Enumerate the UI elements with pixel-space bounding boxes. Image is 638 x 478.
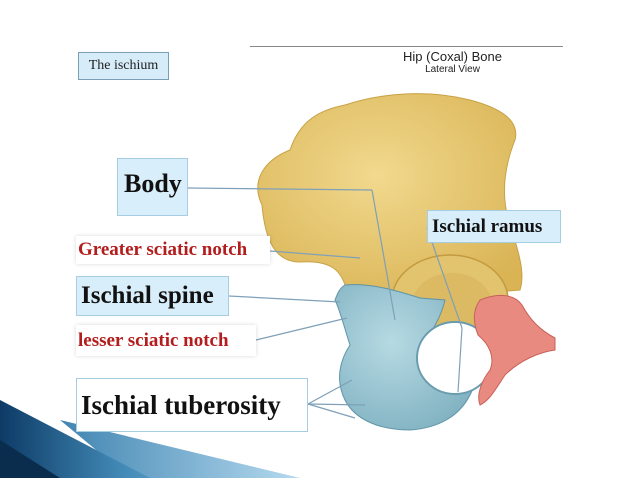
label-ischial-spine: Ischial spine: [76, 276, 229, 316]
ischium-region: [334, 284, 478, 431]
label-body: Body: [117, 158, 188, 216]
figure-title: Hip (Coxal) Bone: [403, 49, 502, 64]
label-lesser-sciatic-notch: lesser sciatic notch: [76, 325, 256, 356]
label-ischial-tuberosity: Ischial tuberosity: [76, 378, 308, 432]
figure-header-rule: [250, 46, 563, 47]
corner-decoration: [0, 400, 300, 478]
ilium-region: [257, 93, 523, 299]
label-greater-sciatic-notch: Greater sciatic notch: [76, 236, 270, 264]
pubis-region: [473, 294, 556, 406]
slide-title-box: The ischium: [78, 52, 169, 80]
label-ischial-ramus: Ischial ramus: [427, 210, 561, 243]
figure-subtitle: Lateral View: [425, 64, 480, 75]
leader-lines: [187, 187, 463, 419]
